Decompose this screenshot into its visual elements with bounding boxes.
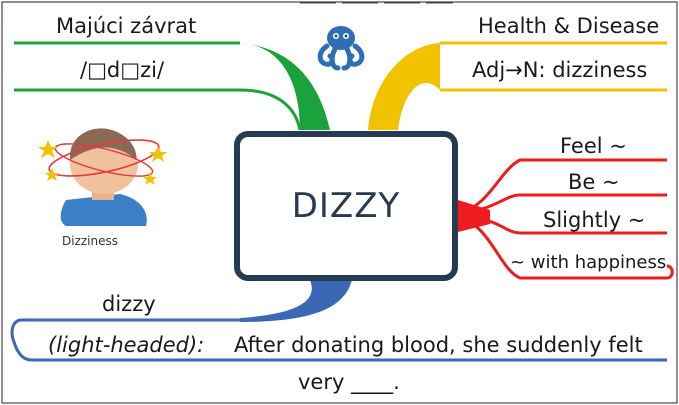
collocation-3: Slightly ~	[543, 208, 646, 232]
collocation-1: Feel ~	[560, 134, 627, 158]
pronunciation: /□d□zi/	[80, 58, 165, 82]
example-sentence-line-1: After donating blood, she suddenly felt	[234, 333, 643, 357]
dizzy-person-icon	[38, 128, 167, 226]
red-branch-root	[458, 200, 490, 232]
image-caption: Dizziness	[62, 234, 118, 248]
example-meaning: (light-headed):	[48, 333, 205, 357]
example-sentence-line-2: very ____.	[298, 370, 400, 394]
word-form: Adj→N: dizziness	[472, 58, 648, 82]
center-node: DIZZY	[234, 131, 458, 281]
top-right-title: Health & Disease	[478, 14, 660, 38]
collocation-4: ~ with happiness	[510, 252, 667, 273]
collocation-2: Be ~	[568, 170, 620, 194]
example-word: dizzy	[102, 292, 156, 316]
top-left-title: Majúci závrat	[56, 14, 197, 38]
octopus-logo-icon	[317, 26, 365, 71]
red-line-4	[459, 216, 674, 280]
yellow-branch	[368, 43, 440, 130]
green-branch	[240, 43, 330, 130]
center-word: DIZZY	[291, 186, 401, 226]
green-line-bottom	[14, 88, 302, 131]
blue-branch	[240, 280, 352, 322]
